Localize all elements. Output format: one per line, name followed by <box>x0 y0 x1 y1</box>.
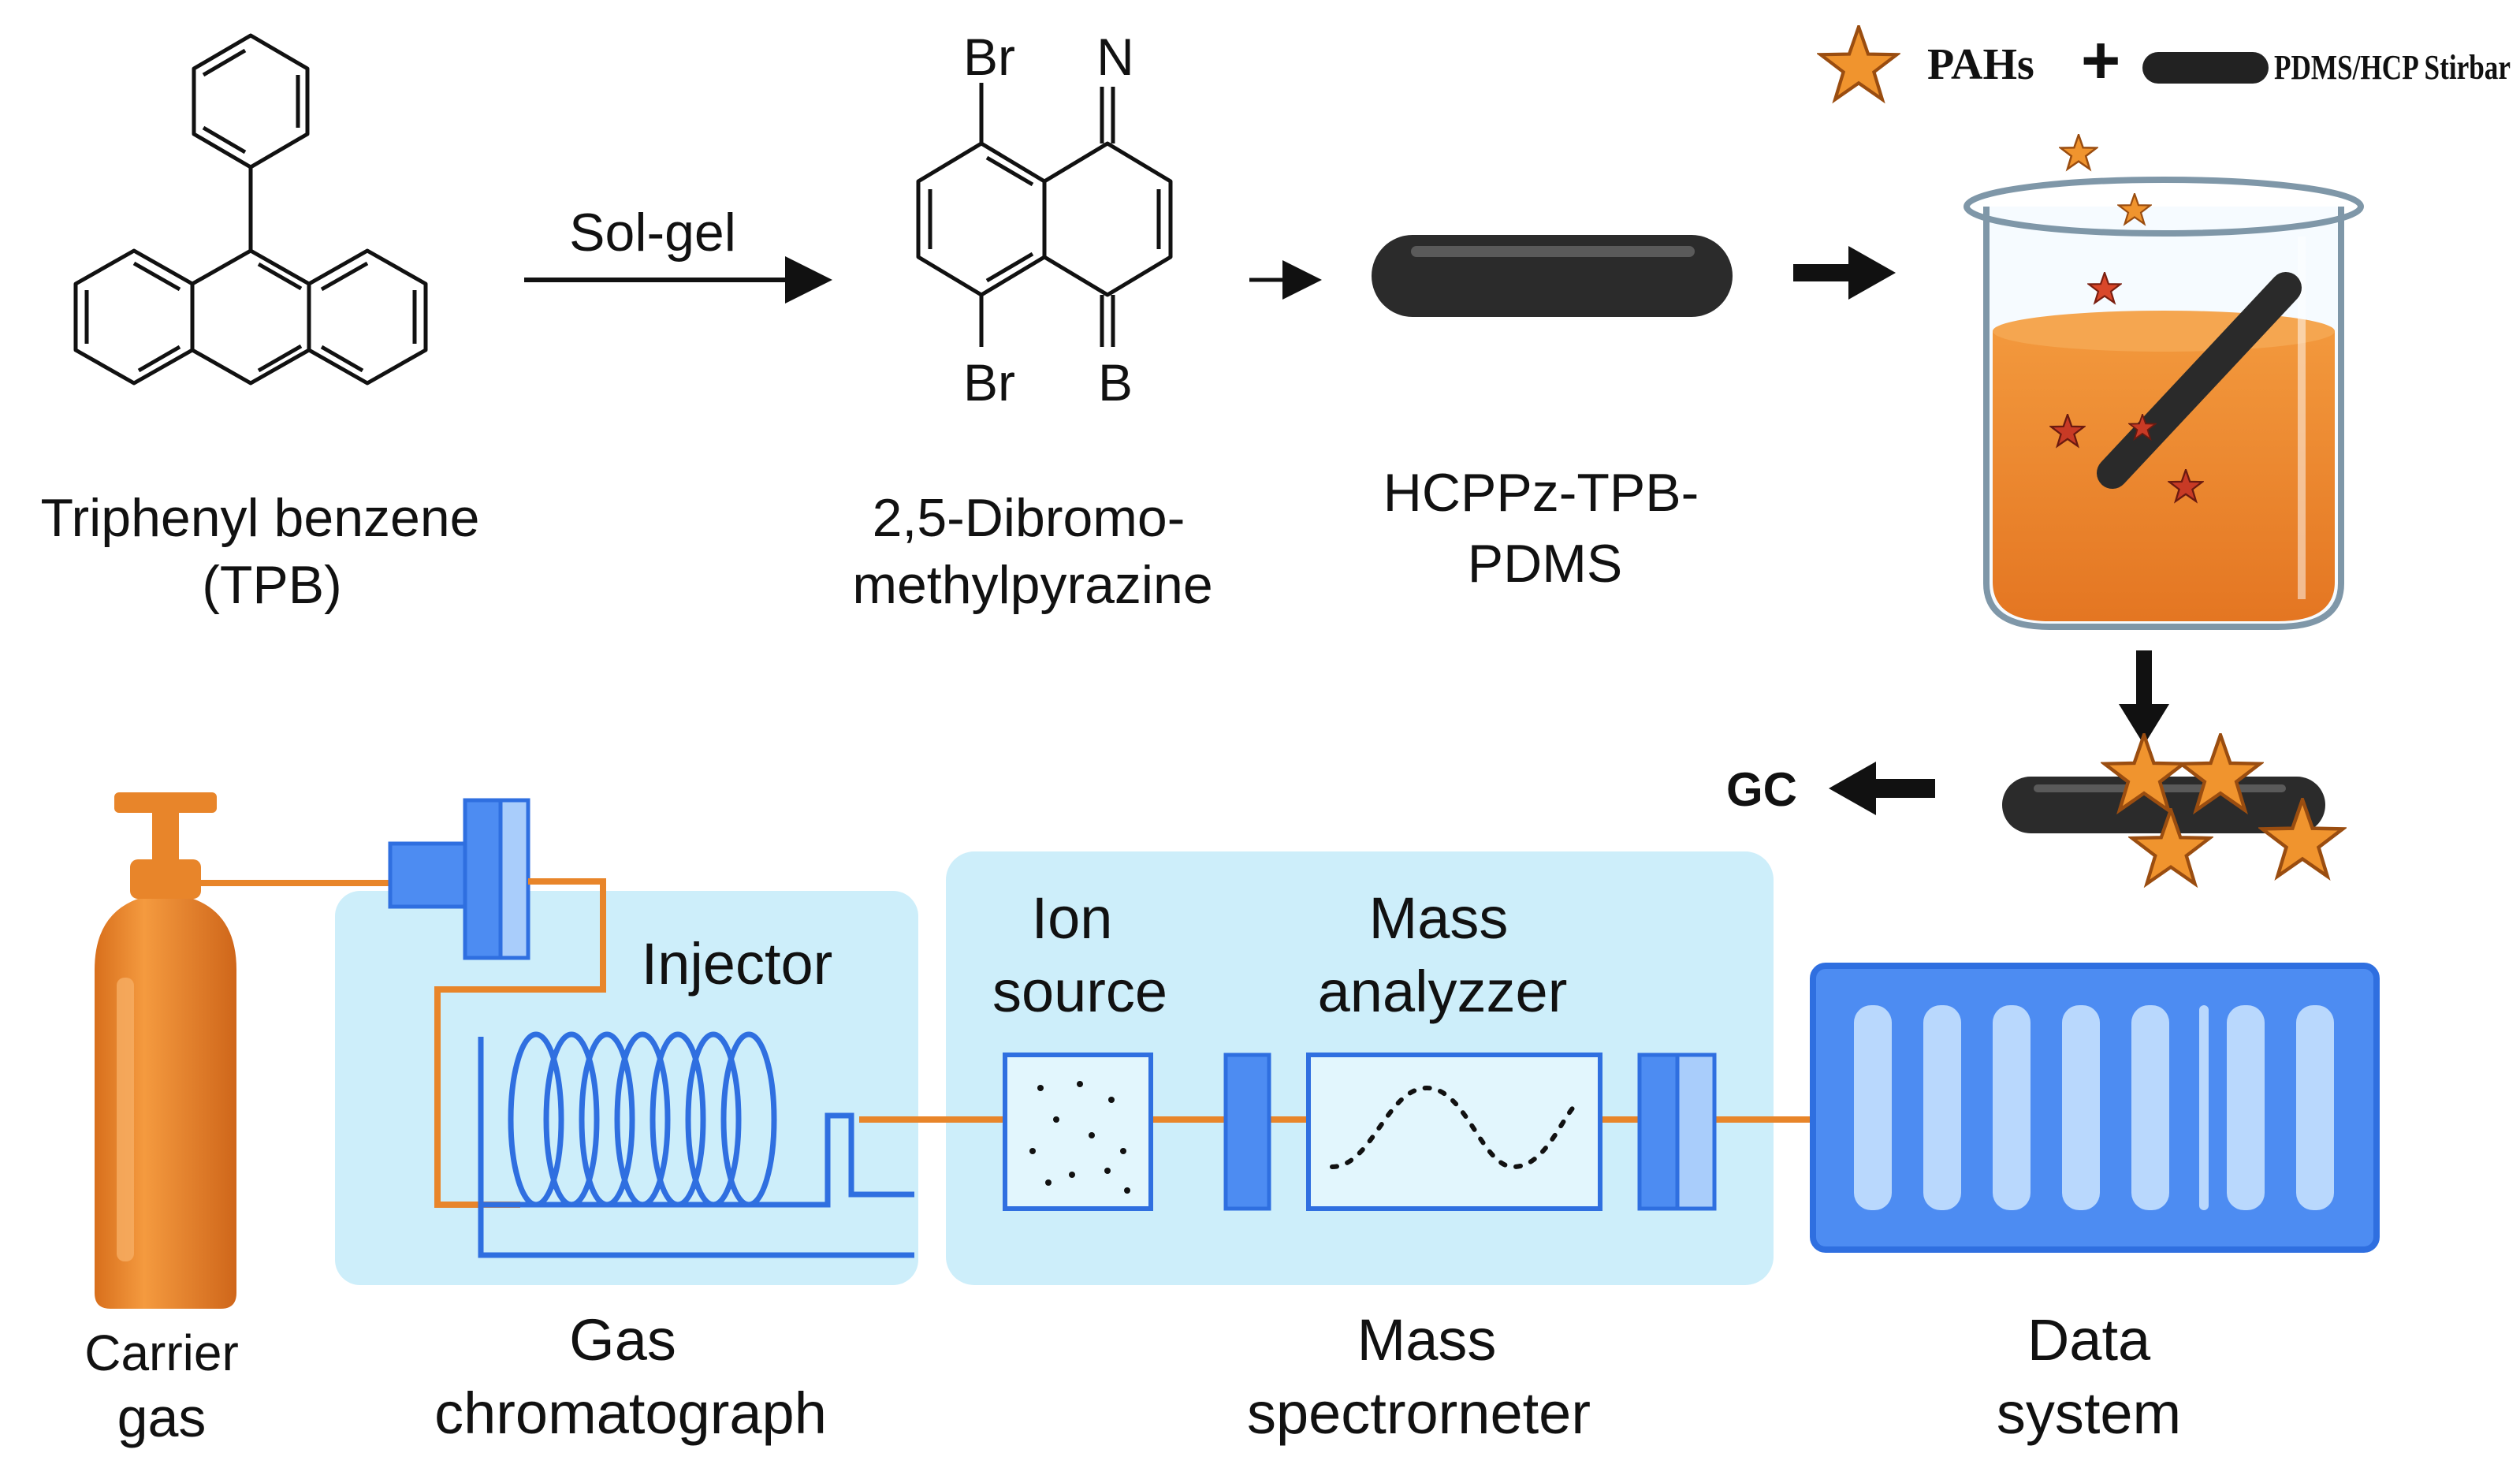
ion-source-box <box>1003 1053 1153 1211</box>
star-icon <box>2059 134 2098 170</box>
injector-device <box>388 798 530 960</box>
data-system-label-line1: Data <box>2027 1307 2151 1373</box>
stirbar-label-line1: HCPPz-TPB- <box>1383 463 1699 523</box>
gc-arrow <box>1829 762 1935 815</box>
beaker-stirbar <box>2097 272 2302 489</box>
ion-source-label-line1: Ion <box>1032 885 1113 951</box>
stirbar-highlight <box>1411 246 1695 257</box>
pyrazine-structure <box>916 83 1173 347</box>
pyrazine-n-top: N <box>1096 28 1134 86</box>
legend-stirbar-icon <box>2142 52 2269 84</box>
gas-chrom-label-line1: Gas <box>569 1307 676 1373</box>
pyrazine-br-top: Br <box>963 28 1015 86</box>
pyrazine-label-line2: methylpyrazine <box>852 555 1212 615</box>
gas-chrom-label-line2: chromatograph <box>434 1380 827 1446</box>
mass-spec-label-line1: Mass <box>1357 1307 1497 1373</box>
legend-stirbar: PDMS/HCP Stirbar <box>2274 48 2511 87</box>
carrier-gas-label-line1: Carrier <box>84 1325 239 1381</box>
legend-pahs: PAHs <box>1927 40 2034 89</box>
mass-analyzer-box <box>1306 1053 1602 1211</box>
ion-lens <box>1223 1053 1271 1211</box>
data-system-label-line2: system <box>1997 1380 2181 1446</box>
pyrazine-b-bottom: B <box>1098 353 1133 412</box>
analyzer-wave <box>1330 1085 1579 1170</box>
ion-source-label-line2: source <box>992 959 1167 1024</box>
pyrazine-label-line1: 2,5-Dibromo- <box>873 488 1186 548</box>
tpb-structure <box>73 33 428 386</box>
mass-spec-label-line2: spectrorneter <box>1247 1380 1591 1446</box>
injector-label: Injector <box>642 931 833 997</box>
tpb-label-line1: Triphenyl benzene <box>41 488 480 548</box>
carrier-gas-label-line2: gas <box>117 1387 207 1448</box>
legend-plus: + <box>2081 23 2120 99</box>
gc-column-coil <box>478 1031 914 1258</box>
data-system-box <box>1810 963 2380 1253</box>
carrier-gas-tank <box>95 792 236 1309</box>
stirbar-label-line2: PDMS <box>1468 534 1622 594</box>
mass-analyzer-label-line2: analyzzer <box>1318 959 1568 1024</box>
sol-gel-label: Sol-gel <box>569 203 736 263</box>
detector <box>1637 1053 1717 1211</box>
pyrazine-br-bottom: Br <box>963 353 1015 412</box>
gc-label: GC <box>1726 763 1797 816</box>
bold-arrow-to-beaker <box>1793 246 1896 300</box>
ion-dots <box>1029 1081 1130 1194</box>
down-arrow <box>2119 650 2169 745</box>
legend-star-icon <box>1821 27 1897 99</box>
tpb-label-line2: (TPB) <box>202 555 342 615</box>
mass-analyzer-label-line1: Mass <box>1369 885 1509 951</box>
injector-line <box>434 878 606 1208</box>
